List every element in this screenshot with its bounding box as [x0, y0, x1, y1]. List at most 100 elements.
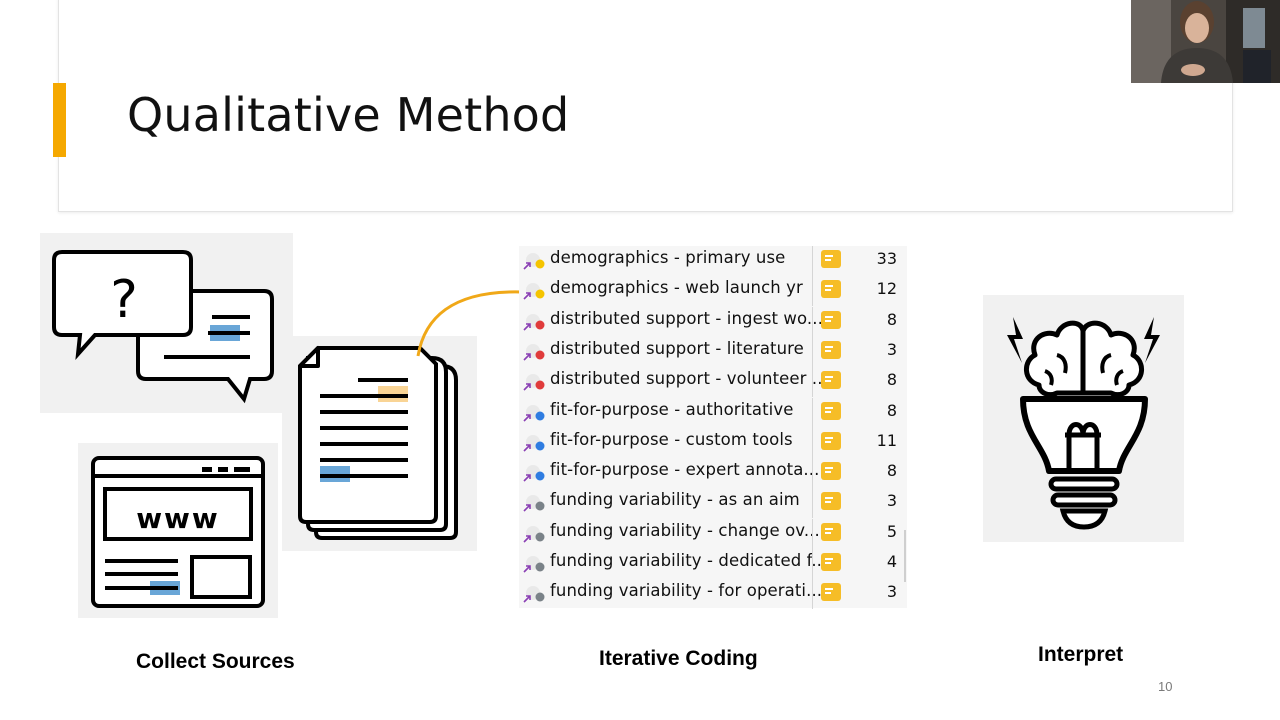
- brain-lightbulb-icon: [1007, 317, 1160, 530]
- code-color-dot: [535, 320, 545, 330]
- code-row[interactable]: funding variability - change ov...5: [519, 518, 907, 549]
- code-color-dot: [535, 562, 545, 572]
- code-link-icon: [521, 251, 545, 271]
- code-link-icon: [521, 281, 545, 301]
- code-reference-count: 11: [876, 430, 897, 450]
- column-divider: [812, 336, 813, 367]
- code-reference-count: 3: [886, 582, 897, 602]
- code-reference-count: 8: [886, 400, 897, 420]
- slide-number: 10: [1158, 679, 1173, 694]
- code-color-dot: [535, 350, 545, 360]
- memo-icon[interactable]: [821, 583, 841, 602]
- presenter-video-frame: [1131, 0, 1280, 83]
- code-row[interactable]: distributed support - literature 3: [519, 336, 907, 367]
- code-color-dot: [535, 471, 545, 481]
- code-link-icon: [521, 554, 545, 574]
- code-link-icon: [521, 372, 545, 392]
- column-divider: [812, 579, 813, 610]
- code-list-scrollbar[interactable]: [904, 530, 906, 582]
- code-color-dot: [535, 441, 545, 451]
- code-label: fit-for-purpose - authoritative: [550, 399, 794, 419]
- memo-icon[interactable]: [821, 431, 841, 450]
- title-card: [58, 0, 1233, 212]
- code-row[interactable]: fit-for-purpose - custom tools 11: [519, 427, 907, 458]
- web-illustration-panel: www: [78, 443, 278, 618]
- code-reference-count: 12: [876, 279, 897, 299]
- code-reference-count: 33: [876, 249, 897, 268]
- code-reference-count: 4: [886, 552, 897, 571]
- code-row[interactable]: distributed support - ingest wo... 8: [519, 306, 907, 337]
- code-color-dot: [535, 532, 545, 542]
- code-link-icon: [521, 493, 545, 513]
- code-link-icon: [521, 584, 545, 604]
- code-row[interactable]: funding variability - dedicated f... 4: [519, 549, 907, 579]
- code-label: funding variability - dedicated f...: [550, 551, 828, 570]
- memo-icon[interactable]: [821, 280, 841, 299]
- code-color-dot: [535, 411, 545, 420]
- column-divider: [812, 276, 813, 307]
- documents-stack-icon: [298, 346, 458, 540]
- code-link-icon: [521, 433, 545, 453]
- memo-icon[interactable]: [821, 401, 841, 420]
- code-reference-count: 8: [886, 461, 897, 481]
- code-label: demographics - primary use: [550, 248, 786, 267]
- code-row[interactable]: demographics - primary use 33: [519, 246, 907, 276]
- column-divider: [812, 458, 813, 489]
- chat-illustration-panel: ?: [40, 233, 293, 413]
- column-divider: [812, 427, 813, 458]
- memo-icon[interactable]: [821, 492, 841, 511]
- code-link-icon: [521, 524, 545, 544]
- interpret-caption: Interpret: [1038, 643, 1124, 666]
- code-color-dot: [535, 380, 545, 390]
- code-reference-count: 3: [886, 339, 897, 359]
- code-label: fit-for-purpose - custom tools: [550, 429, 793, 449]
- column-divider: [812, 306, 813, 337]
- collect-sources-caption: Collect Sources: [136, 650, 295, 673]
- column-divider: [812, 488, 813, 519]
- code-link-icon: [521, 463, 545, 483]
- memo-icon[interactable]: [821, 250, 841, 268]
- code-reference-count: 3: [886, 491, 897, 511]
- iterative-coding-caption: Iterative Coding: [599, 647, 758, 670]
- memo-icon[interactable]: [821, 522, 841, 541]
- memo-icon[interactable]: [821, 371, 841, 390]
- bulb-illustration-panel: [983, 295, 1184, 542]
- title-accent-bar: [53, 83, 66, 157]
- code-label: funding variability - as an aim: [550, 490, 800, 510]
- memo-icon[interactable]: [821, 462, 841, 481]
- www-glyph: www: [136, 502, 220, 535]
- question-mark-glyph: ?: [110, 270, 138, 330]
- web-browser-icon: www: [91, 456, 265, 608]
- code-color-dot: [535, 501, 545, 511]
- column-divider: [812, 518, 813, 549]
- memo-icon[interactable]: [821, 310, 841, 329]
- code-label: distributed support - volunteer ...: [550, 369, 828, 389]
- code-reference-count: 8: [886, 309, 897, 329]
- column-divider: [812, 246, 813, 276]
- code-row[interactable]: fit-for-purpose - expert annota... 8: [519, 458, 907, 489]
- connector-arrow: [416, 290, 523, 357]
- memo-icon[interactable]: [821, 340, 841, 359]
- code-row[interactable]: funding variability - for operati...3: [519, 579, 907, 610]
- code-reference-count: 5: [886, 521, 897, 541]
- code-label: distributed support - ingest wo...: [550, 308, 823, 328]
- code-color-dot: [535, 259, 545, 269]
- code-label: fit-for-purpose - expert annota...: [550, 460, 820, 480]
- code-label: distributed support - literature: [550, 338, 804, 358]
- documents-illustration-panel: [282, 336, 477, 551]
- code-link-icon: [521, 312, 545, 332]
- column-divider: [812, 549, 813, 579]
- speech-bubbles-question-icon: ?: [52, 250, 274, 404]
- code-row[interactable]: funding variability - as an aim 3: [519, 488, 907, 519]
- presenter-video[interactable]: [1131, 0, 1280, 83]
- code-row[interactable]: distributed support - volunteer ... 8: [519, 367, 907, 398]
- memo-icon[interactable]: [821, 553, 841, 571]
- column-divider: [812, 397, 813, 428]
- column-divider: [812, 367, 813, 398]
- code-row[interactable]: fit-for-purpose - authoritative 8: [519, 397, 907, 428]
- code-reference-count: 8: [886, 370, 897, 390]
- slide-title: Qualitative Method: [127, 88, 570, 142]
- code-link-icon: [521, 342, 545, 362]
